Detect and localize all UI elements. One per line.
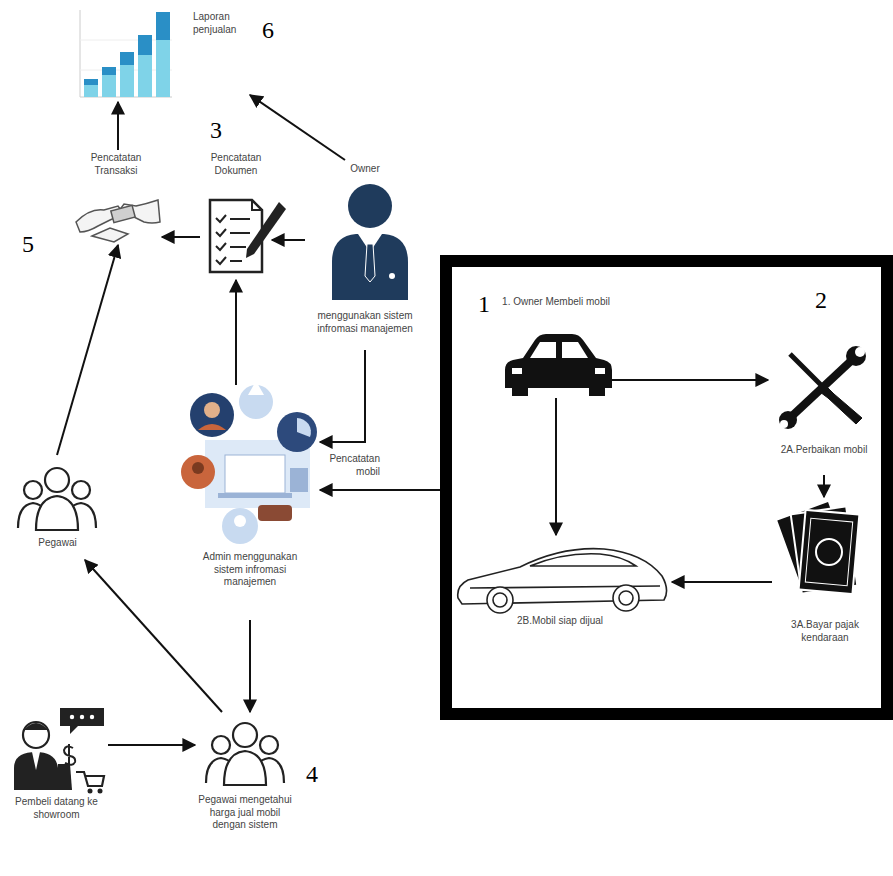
tax-node: 3A.Bayar pajak kendaraan bbox=[772, 497, 878, 668]
flow-arrow bbox=[612, 379, 768, 381]
node-caption: Pegawai bbox=[15, 537, 100, 550]
report-node: Laporan penjualan bbox=[78, 5, 250, 102]
node-caption: 2A.Perbaikan mobil bbox=[768, 444, 880, 457]
node-caption: 2B.Mobil siap dijual bbox=[500, 615, 620, 628]
flow-arrow bbox=[162, 236, 200, 238]
callout-number: 2 bbox=[815, 288, 845, 312]
tools-icon bbox=[779, 346, 866, 429]
flow-arrow bbox=[117, 102, 119, 150]
frame-box: 121. Owner Membeli mobil2A.Perbaikan mob… bbox=[440, 255, 893, 720]
flow-arrow bbox=[672, 581, 772, 583]
node-caption: Pegawai mengetahui harga jual mobil deng… bbox=[195, 794, 295, 832]
callout-number: 4 bbox=[306, 762, 318, 786]
money-icon bbox=[776, 501, 859, 595]
chart-icon bbox=[80, 10, 172, 97]
repair-node: 2A.Perbaikan mobil bbox=[768, 340, 880, 475]
callout-number: 3 bbox=[210, 118, 222, 142]
node-caption: 3A.Bayar pajak kendaraan bbox=[772, 619, 878, 644]
flow-arrow bbox=[57, 245, 118, 455]
owner-icon bbox=[332, 184, 408, 300]
flow-arrow bbox=[555, 398, 557, 535]
node-caption: Pencatatan Transaksi bbox=[70, 152, 162, 177]
flow-arrow bbox=[85, 560, 222, 712]
callout-number: 6 bbox=[262, 18, 274, 42]
car-node: 1. Owner Membeli mobil bbox=[500, 296, 612, 398]
node-caption: 1. Owner Membeli mobil bbox=[500, 296, 612, 309]
document-node: Pencatatan Dokumen bbox=[200, 150, 272, 280]
flow-arrow bbox=[823, 475, 825, 497]
document-icon bbox=[210, 200, 286, 272]
transaction-node: Pencatatan Transaksi bbox=[70, 150, 162, 245]
flow-arrow bbox=[320, 350, 365, 442]
edge-label: Pencatatan mobil bbox=[322, 453, 380, 478]
staff-icon bbox=[18, 468, 96, 530]
ready-car-node: 2B.Mobil siap dijual bbox=[450, 535, 672, 652]
hands-icon bbox=[76, 200, 160, 242]
flow-arrow bbox=[272, 239, 305, 241]
staff-node: Pegawai bbox=[15, 455, 100, 560]
car-icon bbox=[505, 334, 612, 396]
flow-arrow bbox=[108, 744, 195, 746]
node-caption: Admin menggunakan sistem infromasi manaj… bbox=[200, 551, 300, 589]
admin-icon bbox=[181, 381, 317, 544]
flow-arrow bbox=[235, 280, 237, 385]
node-caption: Laporan penjualan bbox=[193, 11, 250, 36]
node-caption: Pencatatan Dokumen bbox=[200, 152, 272, 177]
buyer-node: Pembeli datang ke showroom bbox=[5, 700, 108, 835]
owner-node: Owner menggunakan sistem infromasi manaje… bbox=[305, 160, 425, 350]
admin-node: Admin menggunakan sistem infromasi manaj… bbox=[180, 385, 320, 620]
staff-icon bbox=[206, 723, 284, 785]
node-caption: Pembeli datang ke showroom bbox=[5, 796, 108, 821]
node-caption: menggunakan sistem infromasi manajemen bbox=[305, 310, 425, 335]
flow-arrow bbox=[320, 489, 440, 491]
flow-arrow bbox=[250, 95, 345, 160]
flow-arrow bbox=[249, 620, 251, 712]
sportscar-icon bbox=[458, 549, 667, 613]
staff-price-node: Pegawai mengetahui harga jual mobil deng… bbox=[195, 712, 295, 872]
node-caption: Owner bbox=[305, 163, 425, 176]
buyer-icon bbox=[14, 708, 104, 794]
callout-number: 5 bbox=[22, 232, 34, 256]
